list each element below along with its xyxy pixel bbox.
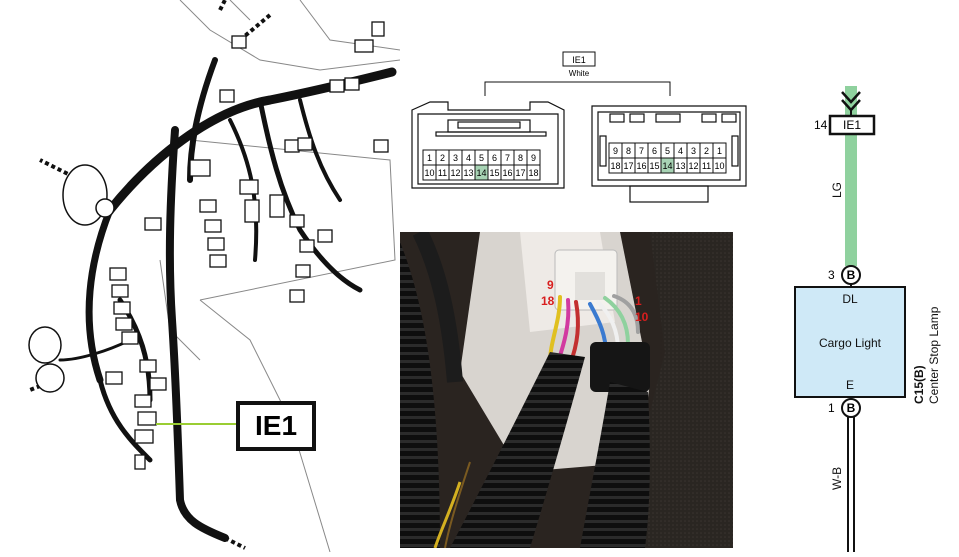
right-pin-label-1: 1 [717,146,722,156]
left-pin-cell-18 [526,164,541,181]
pin-bottom-number: 1 [828,401,835,415]
right-pin-label-10: 10 [714,161,724,171]
photo-pin-label-18: 18 [541,294,555,308]
left-pin-label-12: 12 [450,168,460,178]
left-pin-label-1: 1 [427,153,432,163]
ie1-callout-label: IE1 [236,401,316,451]
component-terminal-e: E [845,378,854,392]
right-pin-label-13: 13 [675,161,685,171]
right-pin-label-5: 5 [665,146,670,156]
component-name: Cargo Light [818,336,882,350]
pin-top-number: 3 [828,268,835,282]
left-pin-label-8: 8 [518,153,523,163]
left-pin-label-15: 15 [489,168,499,178]
left-pin-label-9: 9 [531,153,536,163]
left-pin-label-5: 5 [479,153,484,163]
connector-color-label: White [569,69,590,78]
right-pin-label-16: 16 [636,161,646,171]
left-pin-label-10: 10 [424,168,434,178]
left-pin-label-6: 6 [492,153,497,163]
connector-pin-number: 14 [814,118,828,132]
right-pin-label-12: 12 [688,161,698,171]
component-code: C15(B) [912,365,926,404]
connector-name: IE1 [572,55,586,65]
schematic-connector-name: IE1 [842,118,861,132]
right-pin-cell-10 [712,157,727,174]
right-pin-label-7: 7 [639,146,644,156]
right-pin-label-17: 17 [623,161,633,171]
cargo-light-component: DL Cargo Light E [794,286,906,398]
photo-pin-label-9: 9 [547,278,554,292]
left-pin-label-16: 16 [502,168,512,178]
component-description: Center Stop Lamp [927,306,941,404]
right-pin-label-15: 15 [649,161,659,171]
left-pin-label-18: 18 [528,168,538,178]
left-pin-label-4: 4 [466,153,471,163]
pin-top-badge: B [846,268,856,282]
right-pin-label-2: 2 [704,146,709,156]
connector-photo: 9 18 1 10 [400,232,733,548]
component-terminal-dl: DL [842,292,858,306]
wiring-harness-illustration [0,0,401,553]
right-pin-label-3: 3 [691,146,696,156]
right-pin-label-6: 6 [652,146,657,156]
right-pin-label-18: 18 [610,161,620,171]
right-pin-label-14: 14 [662,161,672,171]
left-pin-label-17: 17 [515,168,525,178]
left-pin-label-3: 3 [453,153,458,163]
right-pin-label-4: 4 [678,146,683,156]
left-pin-label-2: 2 [440,153,445,163]
wire-color-code-bottom: W-B [830,466,844,490]
pin-bottom-badge: B [846,401,856,415]
right-pin-label-9: 9 [613,146,618,156]
left-pin-label-14: 14 [476,168,486,178]
photo-pin-label-1: 1 [635,294,642,308]
left-pin-label-7: 7 [505,153,510,163]
wire-color-code-top: LG [830,181,844,198]
left-pin-label-13: 13 [463,168,473,178]
wiring-schematic: 14 IE1 LG 3 B 1 B W-B C15(B) Center Stop… [770,0,959,552]
right-pin-label-8: 8 [626,146,631,156]
right-pin-label-11: 11 [702,161,711,171]
left-pin-label-11: 11 [438,168,447,178]
photo-pin-label-10: 10 [635,310,649,324]
